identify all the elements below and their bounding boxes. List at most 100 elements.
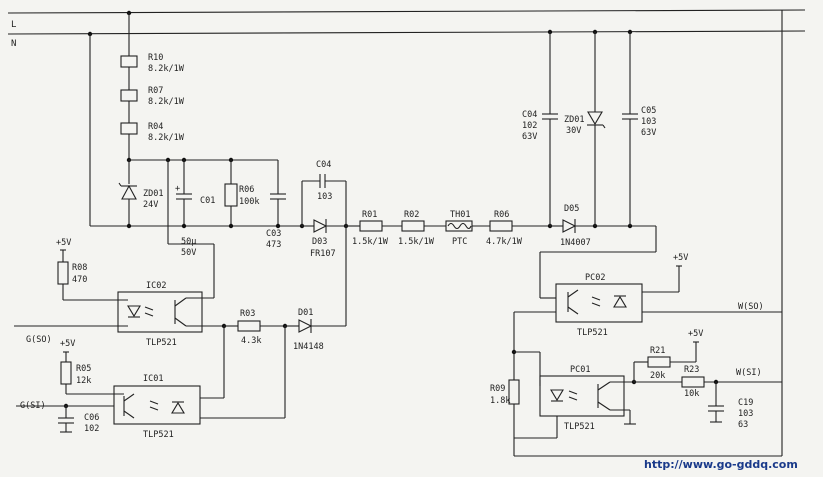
svg-text:R02: R02 [404,210,419,220]
svg-text:FR107: FR107 [310,249,336,259]
resistor-R01: R01 1.5k/1W [352,210,389,247]
svg-text:C03: C03 [266,229,281,239]
svg-text:R10: R10 [148,53,163,63]
svg-text:G(SO): G(SO) [26,335,52,345]
capacitor-C04-102: C04 102 63V [522,32,558,226]
svg-text:+5V: +5V [60,339,75,349]
svg-text:4.7k/1W: 4.7k/1W [486,237,523,247]
svg-text:+5V: +5V [688,329,703,339]
svg-text:4.3k: 4.3k [241,336,261,346]
svg-text:TLP521: TLP521 [143,430,174,440]
rail-L-label: L [11,20,16,30]
svg-text:ZD01: ZD01 [143,189,163,199]
optocoupler-IC02: IC02 TLP521 [117,281,203,348]
svg-text:1.5k/1W: 1.5k/1W [398,237,435,247]
svg-text:TLP521: TLP521 [577,328,608,338]
svg-text:63: 63 [738,420,748,430]
svg-text:R05: R05 [76,364,91,374]
svg-text:473: 473 [266,240,281,250]
svg-text:12k: 12k [76,376,91,386]
svg-text:100k: 100k [239,197,259,207]
optocoupler-PC02: PC02 TLP521 [555,273,643,338]
resistor-R03: R03 4.3k [237,309,261,346]
svg-text:8.2k/1W: 8.2k/1W [148,64,185,74]
svg-text:R04: R04 [148,122,163,132]
svg-text:R07: R07 [148,86,163,96]
svg-text:102: 102 [84,424,99,434]
svg-text:IC01: IC01 [143,374,163,384]
optocoupler-PC01: PC01 TLP521 [539,365,625,432]
svg-text:PC01: PC01 [570,365,590,375]
svg-text:50μ: 50μ [181,237,196,247]
resistor-R10: R10 8.2k/1W [120,53,185,74]
svg-text:1.8k: 1.8k [490,396,510,406]
svg-text:TLP521: TLP521 [564,422,595,432]
thermistor-TH01: TH01 PTC [445,210,473,247]
svg-text:G(SI): G(SI) [20,401,46,411]
watermark-url: http://www.go-gddq.com [644,458,798,471]
svg-text:R06: R06 [239,185,254,195]
resistor-R23: R23 10k [634,365,782,399]
svg-text:C04: C04 [522,110,537,120]
svg-text:R06: R06 [494,210,509,220]
capacitor-C01: + C01 50μ 50V [175,160,215,258]
optocoupler-IC01: IC01 TLP521 [113,374,201,440]
resistor-R02: R02 1.5k/1W [398,210,435,247]
svg-text:8.2k/1W: 8.2k/1W [148,133,185,143]
resistor-R06-4.7k: R06 4.7k/1W [486,210,523,247]
signal-GSO: G(SO) [14,325,128,345]
resistor-R08: +5V R08 470 [56,238,128,301]
svg-text:+5V: +5V [56,238,71,248]
svg-text:PTC: PTC [452,237,467,247]
svg-text:C19: C19 [738,398,753,408]
diode-D03: D03 FR107 [302,219,346,259]
svg-text:470: 470 [72,275,87,285]
svg-text:24V: 24V [143,200,158,210]
signal-GSI: G(SI) [16,401,114,411]
signal-WSO: W(SO) [642,302,782,313]
svg-text:R09: R09 [490,384,505,394]
svg-text:+: + [175,184,180,194]
diode-D05: D05 1N4007 [550,204,656,248]
svg-text:30V: 30V [566,126,581,136]
svg-text:W(SO): W(SO) [738,302,764,312]
capacitor-C05: C05 103 63V [622,32,656,226]
svg-text:1.5k/1W: 1.5k/1W [352,237,389,247]
svg-text:PC02: PC02 [585,273,605,283]
svg-text:1N4007: 1N4007 [560,238,591,248]
diode-D01: D01 1N4148 [285,308,346,352]
signal-WSI: W(SI) [736,368,762,378]
svg-text:IC02: IC02 [146,281,166,291]
resistor-R05: +5V R05 12k [60,339,124,395]
svg-text:R03: R03 [240,309,255,319]
resistor-R07: R07 8.2k/1W [120,86,185,107]
zener-ZD01-24V: ZD01 24V [118,160,163,226]
svg-text:103: 103 [738,409,753,419]
svg-text:C05: C05 [641,106,656,116]
svg-text:10k: 10k [684,389,699,399]
svg-text:103: 103 [641,117,656,127]
svg-text:+5V: +5V [673,253,688,263]
resistor-R06-100k: R06 100k [224,160,259,226]
rail-L: L [7,9,806,30]
rail-N-label: N [11,39,16,49]
svg-text:R21: R21 [650,346,665,356]
capacitor-C03: C03 473 [266,160,286,250]
svg-text:R23: R23 [684,365,699,375]
svg-text:D03: D03 [312,237,327,247]
svg-text:TH01: TH01 [450,210,470,220]
svg-text:20k: 20k [650,371,665,381]
svg-text:ZD01: ZD01 [564,115,584,125]
svg-text:C06: C06 [84,413,99,423]
svg-text:102: 102 [522,121,537,131]
svg-text:103: 103 [317,192,332,202]
capacitor-C04-103: C04 103 [301,160,347,326]
resistor-R09: R09 1.8k [490,351,541,406]
capacitor-C06: C06 102 [58,406,99,434]
svg-text:63V: 63V [522,132,537,142]
rail-N: N [7,30,806,49]
svg-text:TLP521: TLP521 [146,338,177,348]
svg-text:1N4148: 1N4148 [293,342,324,352]
